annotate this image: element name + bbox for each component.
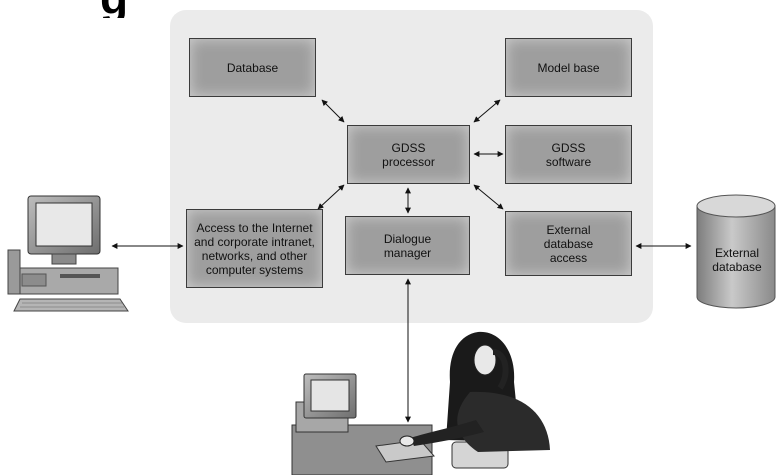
external-database-label: External database xyxy=(712,246,762,274)
gdss-software-box: GDSS software xyxy=(505,125,632,184)
database-cylinder-icon xyxy=(696,194,776,309)
database-label: Database xyxy=(226,60,279,75)
database-box: Database xyxy=(189,38,316,97)
internet-access-box: Access to the Internet and corporate int… xyxy=(186,209,323,288)
arrow-modelbase-processor xyxy=(473,99,501,123)
dialogue-manager-box: Dialogue manager xyxy=(345,216,470,275)
gdss-software-label: GDSS software xyxy=(545,140,592,169)
model-base-box: Model base xyxy=(505,38,632,97)
gdss-processor-label: GDSS processor xyxy=(382,140,435,169)
external-database-access-label: External database access xyxy=(543,222,594,265)
arrow-database-processor xyxy=(321,99,345,123)
user-at-workstation-icon xyxy=(291,331,550,475)
gdss-processor-box: GDSS processor xyxy=(347,125,470,184)
desktop-computer-icon xyxy=(7,195,129,312)
arrow-processor-internet xyxy=(317,184,345,210)
internet-access-label: Access to the Internet and corporate int… xyxy=(194,220,315,277)
dialogue-manager-label: Dialogue manager xyxy=(383,231,432,260)
model-base-label: Model base xyxy=(537,60,600,75)
arrow-processor-external-access xyxy=(473,184,504,210)
external-database-access-box: External database access xyxy=(505,211,632,276)
page-heading-fragment: g xyxy=(100,0,210,18)
